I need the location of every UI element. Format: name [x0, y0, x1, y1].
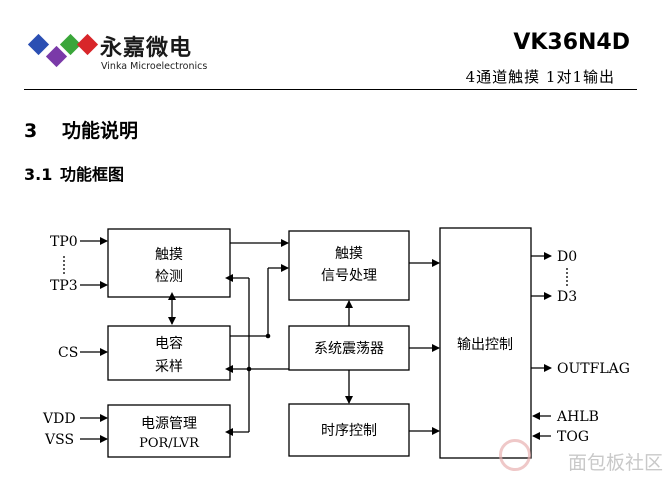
- cap-sample-line2: 采样: [155, 359, 183, 375]
- label-tp3: TP3: [50, 278, 78, 294]
- header-divider: [24, 89, 637, 90]
- product-subtitle: 4通道触摸 1对1输出: [465, 68, 615, 86]
- junction-dot: [265, 333, 271, 339]
- oscillator-label: 系统震荡器: [314, 341, 384, 357]
- label-vss: VSS: [44, 432, 74, 448]
- subsection-number: 3.1: [24, 165, 53, 184]
- output-control-label: 输出控制: [457, 337, 513, 353]
- touch-signal-line1: 触摸: [335, 246, 363, 262]
- label-d3: D3: [557, 289, 577, 305]
- label-ahlb: AHLB: [556, 409, 599, 425]
- label-tp0: TP0: [50, 234, 78, 250]
- brand-name-cn: 永嘉微电: [100, 36, 193, 61]
- touch-signal-line2: 信号处理: [321, 268, 377, 284]
- model-number: VK36N4D: [513, 30, 630, 55]
- touch-signal-block: [288, 230, 410, 301]
- section-title: 功能说明: [62, 120, 139, 142]
- label-d0: D0: [557, 249, 577, 265]
- power-mgmt-line1: 电源管理: [141, 416, 197, 432]
- cap-sample-line1: 电容: [155, 335, 183, 352]
- label-cs: CS: [58, 345, 78, 361]
- touch-detect-line1: 触摸: [155, 247, 183, 263]
- watermark-text: 面包板社区: [567, 452, 663, 474]
- junction-dot: [246, 366, 252, 372]
- timing-label: 时序控制: [321, 423, 377, 439]
- touch-detect-block: [107, 228, 231, 298]
- power-mgmt-line2: POR/LVR: [139, 436, 200, 451]
- section-heading: 3 功能说明: [24, 116, 138, 143]
- timing-control-block: [288, 403, 410, 457]
- section-number: 3: [24, 120, 38, 142]
- output-control-block: [439, 227, 532, 459]
- watermark-icon: [499, 439, 531, 471]
- label-vdd: VDD: [42, 411, 76, 427]
- capacitor-sample-block: [107, 325, 231, 381]
- subsection-heading: 3.1 功能框图: [24, 161, 124, 185]
- touch-detect-line2: 检测: [155, 269, 183, 285]
- label-outflag: OUTFLAG: [557, 361, 630, 377]
- label-tog: TOG: [557, 429, 589, 445]
- subsection-title: 功能框图: [60, 165, 125, 184]
- brand-name-en: Vinka Microelectronics: [101, 61, 208, 72]
